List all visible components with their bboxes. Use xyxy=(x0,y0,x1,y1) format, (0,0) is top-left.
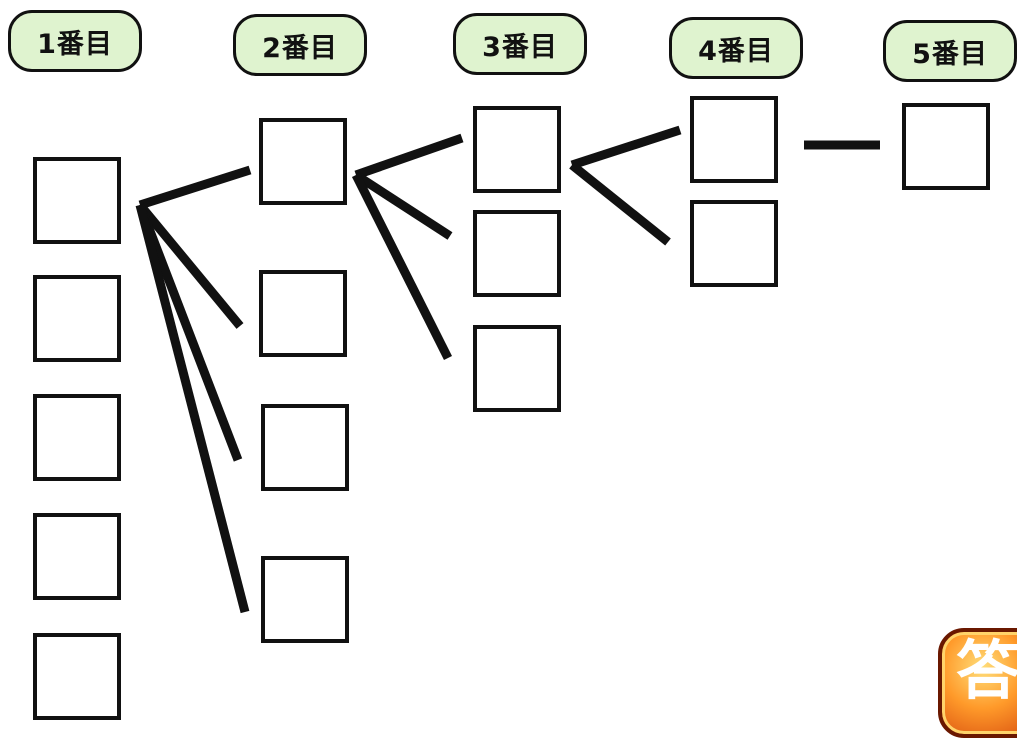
box-col2-row2[interactable] xyxy=(259,270,347,357)
branch-2-to-3a xyxy=(354,133,464,180)
branch-1-to-2a xyxy=(138,165,252,210)
answer-button-label: 答 xyxy=(956,635,1017,709)
branch-3-to-4a xyxy=(570,125,682,170)
box-col4-row2[interactable] xyxy=(690,200,778,287)
branch-1-to-2b xyxy=(136,202,244,329)
box-col3-row1[interactable] xyxy=(473,106,561,193)
branch-3-to-4b xyxy=(569,161,671,246)
box-col2-row3[interactable] xyxy=(261,404,349,491)
branch-2-to-3c xyxy=(351,172,453,361)
box-col5-row1[interactable] xyxy=(902,103,990,190)
box-col3-row2[interactable] xyxy=(473,210,561,297)
header-step-4: 4番目 xyxy=(669,17,803,79)
box-col1-row2[interactable] xyxy=(33,275,121,362)
header-step-1: 1番目 xyxy=(8,10,142,72)
branch-2-to-3b xyxy=(353,171,453,240)
header-step-3: 3番目 xyxy=(453,13,587,75)
branch-1-to-2c xyxy=(135,203,243,462)
box-col2-row4[interactable] xyxy=(261,556,349,643)
box-col1-row3[interactable] xyxy=(33,394,121,481)
box-col1-row5[interactable] xyxy=(33,633,121,720)
box-col4-row1[interactable] xyxy=(690,96,778,183)
box-col1-row1[interactable] xyxy=(33,157,121,244)
box-col3-row3[interactable] xyxy=(473,325,561,412)
box-col1-row4[interactable] xyxy=(33,513,121,600)
branch-1-to-2d xyxy=(135,203,250,614)
header-step-5: 5番目 xyxy=(883,20,1017,82)
box-col2-row1[interactable] xyxy=(259,118,347,205)
answer-button[interactable]: 答 xyxy=(938,628,1017,738)
header-step-2: 2番目 xyxy=(233,14,367,76)
